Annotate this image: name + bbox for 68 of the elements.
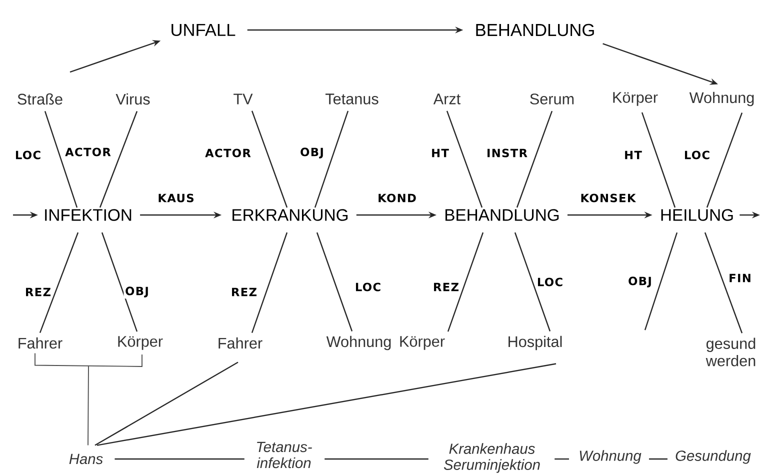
connector-line <box>324 458 428 460</box>
connector-line <box>706 112 743 208</box>
participant-label: Körper <box>400 336 445 350</box>
timeline-label: Wohnung <box>580 450 642 464</box>
connector-line <box>644 232 678 330</box>
event-label: BEHANDLUNG <box>476 24 594 36</box>
connector-line <box>516 110 553 208</box>
connector-line <box>641 112 676 208</box>
relation-label: HT <box>622 150 644 160</box>
connector-line <box>99 111 138 208</box>
relation-label: FIN <box>727 272 753 284</box>
connector-line <box>251 110 288 208</box>
bracket-line <box>34 352 142 446</box>
participant-label: Körper <box>613 92 658 106</box>
participant-label: Körper <box>118 336 163 350</box>
connector-line <box>446 110 483 208</box>
participant-label: Tetanus <box>325 94 378 104</box>
connector-line <box>101 232 138 332</box>
participant-label: Wohnung <box>326 336 391 350</box>
relation-label: LOC <box>354 281 382 293</box>
participant-label: Fahrer <box>18 337 62 349</box>
timeline-label: Gesundung <box>676 450 751 464</box>
connector-line <box>251 232 288 333</box>
relation-label: REZ <box>230 286 258 298</box>
connector-line <box>514 232 551 332</box>
relation-label: INSTR <box>485 147 529 159</box>
timeline-label: Krankenhaus Seruminjektion <box>444 443 540 473</box>
participant-label: Virus <box>116 93 150 105</box>
relation-label: LOC <box>536 276 564 288</box>
connector-line <box>314 110 349 208</box>
event-label: UNFALL <box>172 24 236 36</box>
connector-line <box>94 362 238 446</box>
connector-line <box>114 458 244 460</box>
relation-label: OBJ <box>124 285 150 299</box>
participant-label: Hospital <box>508 336 562 350</box>
timeline-label: Hans <box>69 454 103 464</box>
relation-label: OBJ <box>298 146 326 160</box>
relation-label: REZ <box>24 286 52 298</box>
connector-line <box>39 232 79 333</box>
participant-label: Straße <box>18 93 62 105</box>
relation-label: OBJ <box>626 275 654 289</box>
timeline-label: Tetanus- infektion <box>256 442 312 468</box>
relation-label: LOC <box>14 149 42 161</box>
relation-label: ACTOR <box>64 146 112 158</box>
event-label: INFEKTION <box>45 209 132 221</box>
relation-label: ACTOR <box>204 147 252 159</box>
connector-line <box>44 111 78 208</box>
participant-label: Fahrer <box>218 337 262 349</box>
event-label: BEHANDLUNG <box>445 209 559 221</box>
connector-line <box>447 232 484 332</box>
relation-label: KONSEK <box>578 192 638 204</box>
connector-line <box>316 232 353 332</box>
connector-line <box>554 458 570 460</box>
participant-label: Wohnung <box>689 92 754 106</box>
participant-label: gesund werden <box>706 338 756 366</box>
participant-label: Serum <box>530 94 574 104</box>
relation-label: HT <box>430 148 450 158</box>
relation-label: REZ <box>432 282 460 292</box>
participant-label: Arzt <box>433 94 461 104</box>
relation-label: LOC <box>682 149 712 161</box>
connector-line <box>649 458 668 460</box>
relation-label: KAUS <box>156 192 196 204</box>
connector-line <box>704 232 743 334</box>
relation-label: KOND <box>376 192 418 204</box>
connector-line <box>96 363 556 446</box>
event-label: ERKRANKUNG <box>232 209 348 221</box>
event-label: HEILUNG <box>661 209 733 221</box>
participant-label: TV <box>234 94 253 104</box>
